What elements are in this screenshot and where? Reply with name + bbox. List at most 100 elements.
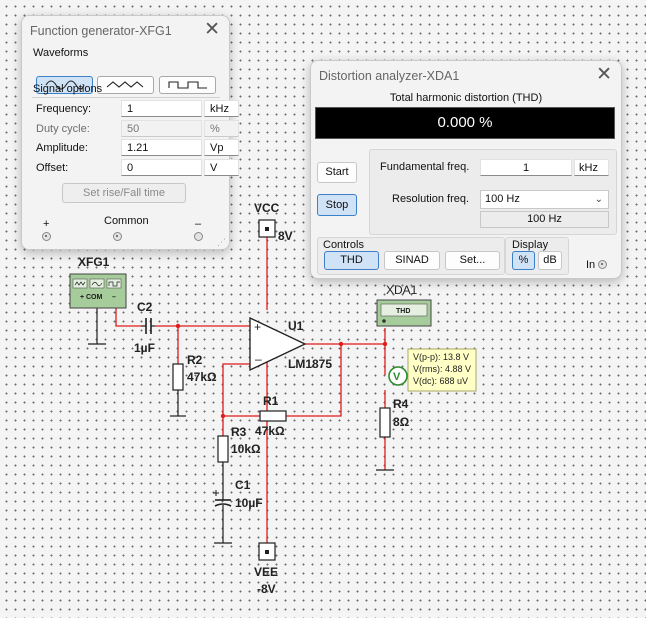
chevron-down-icon: ⌄ bbox=[594, 194, 603, 205]
plus-terminal-label: + bbox=[43, 218, 50, 230]
stop-button[interactable]: Stop bbox=[317, 194, 357, 216]
square-wave-icon bbox=[167, 81, 207, 89]
c2-name: C2 bbox=[137, 300, 153, 314]
frequency-unit[interactable]: kHz bbox=[204, 100, 239, 117]
start-button[interactable]: Start bbox=[317, 162, 357, 183]
u1-part: LM1875 bbox=[288, 357, 332, 371]
r3-value: 10kΩ bbox=[231, 442, 261, 456]
c2-value: 1µF bbox=[134, 341, 155, 355]
distortion-analyzer-window[interactable]: Distortion analyzer-XDA1 ✕ Total harmoni… bbox=[310, 60, 622, 279]
display-panel: Display % dB bbox=[505, 237, 569, 275]
sine-wave-icon bbox=[45, 80, 85, 90]
r3-name: R3 bbox=[231, 425, 247, 439]
distortion-analyzer-title: Distortion analyzer-XDA1 bbox=[319, 69, 460, 83]
amplitude-unit[interactable]: Vp bbox=[204, 139, 239, 156]
r2-resistor[interactable] bbox=[172, 363, 184, 391]
common-terminal-label: Common bbox=[104, 215, 149, 227]
vee-name: VEE bbox=[254, 565, 278, 579]
vcc-name: VCC bbox=[254, 201, 280, 215]
signal-options-label: Signal options bbox=[33, 83, 103, 95]
frequency-panel: Fundamental freq. 1 kHz Resolution freq.… bbox=[369, 149, 617, 235]
amplitude-label: Amplitude: bbox=[36, 142, 88, 154]
resolution-freq-select[interactable]: 100 Hz ⌄ bbox=[480, 190, 609, 209]
offset-field[interactable]: 0 bbox=[121, 159, 202, 176]
svg-text:+: + bbox=[80, 294, 84, 301]
svg-text:–: – bbox=[255, 352, 262, 366]
component-leads bbox=[88, 308, 394, 544]
waveforms-label: Waveforms bbox=[33, 47, 89, 59]
amplitude-field[interactable]: 1.21 bbox=[121, 139, 202, 156]
offset-unit[interactable]: V bbox=[204, 159, 239, 176]
svg-text:+: + bbox=[254, 320, 261, 334]
thd-title: Total harmonic distortion (THD) bbox=[389, 92, 543, 104]
resolution-freq-label: Resolution freq. bbox=[392, 193, 470, 205]
controls-label: Controls bbox=[323, 239, 364, 251]
thd-mode-button[interactable]: THD bbox=[324, 251, 379, 270]
offset-label: Offset: bbox=[36, 162, 69, 174]
duty-cycle-label: Duty cycle: bbox=[36, 123, 90, 135]
c1-name: C1 bbox=[235, 478, 251, 492]
controls-panel: Controls THD SINAD Set... bbox=[317, 237, 505, 275]
sinad-mode-button[interactable]: SINAD bbox=[384, 251, 440, 270]
minus-terminal[interactable] bbox=[194, 232, 203, 241]
close-icon[interactable]: ✕ bbox=[204, 19, 220, 40]
resize-grip-icon[interactable]: ⋰ bbox=[217, 237, 226, 247]
r1-value: 47kΩ bbox=[255, 424, 285, 438]
square-wave-button[interactable] bbox=[159, 76, 216, 94]
junction-dots bbox=[175, 323, 388, 419]
svg-text:–: – bbox=[112, 294, 116, 301]
duty-cycle-unit[interactable]: % bbox=[204, 120, 239, 137]
triangle-wave-icon bbox=[106, 81, 143, 88]
r3-resistor[interactable] bbox=[217, 435, 229, 463]
xda1-label: XDA1 bbox=[386, 283, 418, 297]
r4-value: 8Ω bbox=[393, 415, 410, 429]
r4-resistor[interactable] bbox=[379, 407, 391, 438]
voltage-probe[interactable]: V V(p-p): 13.8 V V(rms): 4.88 V V(dc): 6… bbox=[388, 348, 477, 392]
probe-v-label: V bbox=[393, 371, 401, 383]
xfg1-instrument[interactable]: + COM – bbox=[69, 273, 127, 309]
u1-name: U1 bbox=[288, 319, 304, 333]
triangle-wave-button[interactable] bbox=[97, 76, 154, 94]
u1-opamp[interactable]: + – bbox=[249, 316, 307, 372]
frequency-label: Frequency: bbox=[36, 103, 92, 115]
c2-capacitor[interactable] bbox=[141, 318, 155, 334]
xfg1-com-label: COM bbox=[86, 294, 103, 301]
resolution-freq-readout: 100 Hz bbox=[480, 211, 609, 228]
xda1-instrument[interactable]: THD bbox=[376, 299, 432, 327]
plus-terminal[interactable] bbox=[42, 232, 51, 241]
wires bbox=[115, 237, 386, 543]
set-button[interactable]: Set... bbox=[445, 251, 500, 270]
db-display-button[interactable]: dB bbox=[538, 251, 562, 270]
close-icon[interactable]: ✕ bbox=[596, 64, 612, 85]
r1-resistor[interactable] bbox=[259, 410, 287, 422]
frequency-field[interactable]: 1 bbox=[121, 100, 202, 117]
xfg1-label: XFG1 bbox=[78, 255, 110, 269]
minus-terminal-label: – bbox=[195, 218, 202, 230]
r1-name: R1 bbox=[263, 394, 279, 408]
display-label: Display bbox=[512, 239, 549, 251]
xda1-thd-text: THD bbox=[396, 308, 410, 315]
duty-cycle-field[interactable]: 50 bbox=[121, 120, 202, 137]
c1-value: 10µF bbox=[235, 496, 263, 510]
common-terminal[interactable] bbox=[113, 232, 122, 241]
percent-display-button[interactable]: % bbox=[512, 251, 535, 270]
c1-capacitor[interactable] bbox=[213, 490, 232, 516]
fundamental-freq-label: Fundamental freq. bbox=[380, 161, 470, 173]
thd-display: 0.000 % bbox=[315, 107, 615, 139]
sine-wave-button[interactable] bbox=[36, 76, 93, 94]
probe-vdc: V(dc): 688 uV bbox=[413, 376, 468, 386]
vcc-value: 8V bbox=[278, 229, 293, 243]
input-terminal-label: In bbox=[586, 259, 596, 271]
probe-vpp: V(p-p): 13.8 V bbox=[413, 352, 469, 362]
probe-vrms: V(rms): 4.88 V bbox=[413, 364, 471, 374]
resolution-freq-selected: 100 Hz bbox=[485, 193, 520, 205]
set-rise-fall-button[interactable]: Set rise/Fall time bbox=[62, 183, 186, 203]
function-generator-window[interactable]: Function generator-XFG1 ✕ Waveforms Sign… bbox=[21, 15, 239, 250]
fundamental-freq-unit[interactable]: kHz bbox=[574, 159, 609, 176]
r4-name: R4 bbox=[393, 397, 409, 411]
fundamental-freq-field[interactable]: 1 bbox=[480, 159, 572, 176]
r2-name: R2 bbox=[187, 353, 203, 367]
input-terminal[interactable] bbox=[598, 260, 607, 269]
r2-value: 47kΩ bbox=[187, 370, 217, 384]
